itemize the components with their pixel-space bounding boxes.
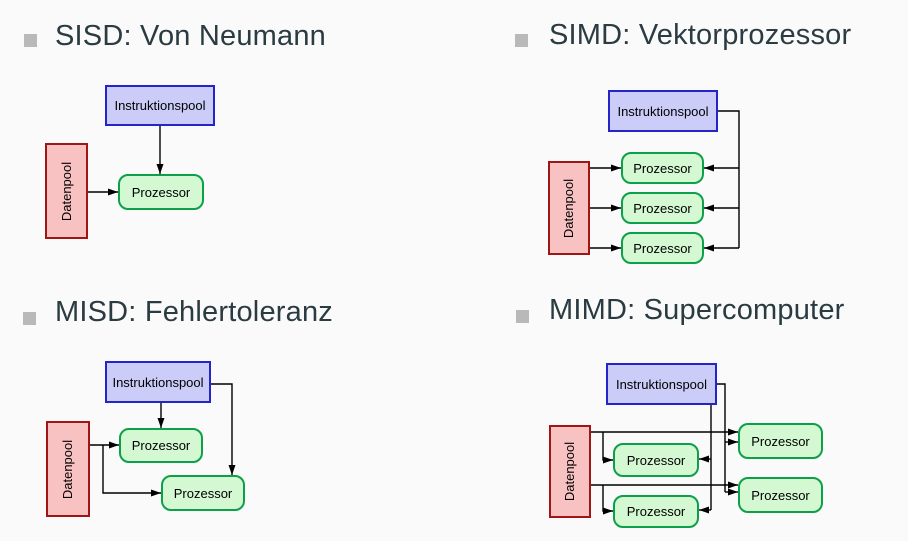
simd-instruction-pool-label: Instruktionspool [617,103,709,119]
misd-processor-2-box: Prozessor [161,475,245,511]
mimd-connectors [591,383,738,515]
simd-processor-3-label: Prozessor [633,240,692,256]
mimd-data-pool-label: Datenpool [562,441,578,502]
misd-instruction-pool-label: Instruktionspool [112,374,204,390]
sisd-processor-label: Prozessor [131,184,191,200]
sisd-instruction-pool-label: Instruktionspool [114,98,206,113]
misd-data-pool-box: Datenpool [46,421,90,517]
simd-data-pool-box: Datenpool [548,161,590,255]
misd-processor-1-box: Prozessor [119,428,203,463]
mimd-processor-right-2-box: Prozessor [738,477,823,513]
mimd-processor-mid-2-label: Prozessor [626,504,686,519]
mimd-processor-right-2-label: Prozessor [751,487,810,503]
misd-processor-1-label: Prozessor [131,438,191,453]
mimd-processor-right-1-box: Prozessor [738,423,823,459]
mimd-title: MIMD: Supercomputer [549,294,845,326]
sisd-processor-box: Prozessor [118,174,204,210]
simd-data-pool-label: Datenpool [561,178,577,238]
simd-processor-3-box: Prozessor [621,232,704,264]
mimd-processor-mid-1-box: Prozessor [613,443,699,477]
misd-instruction-pool-box: Instruktionspool [105,361,211,403]
simd-instruction-pool-box: Instruktionspool [608,90,718,132]
mimd-instruction-pool-box: Instruktionspool [606,363,717,405]
mimd-processor-right-1-label: Prozessor [751,433,810,449]
simd-bullet-icon [515,34,528,47]
simd-connectors [590,110,740,252]
mimd-bullet-icon [516,310,529,323]
simd-processor-2-label: Prozessor [633,200,692,216]
misd-processor-2-label: Prozessor [173,485,233,501]
sisd-bullet-icon [24,34,37,47]
misd-connectors [90,383,236,497]
mimd-processor-mid-1-label: Prozessor [626,452,686,468]
misd-title: MISD: Fehlertoleranz [55,296,333,328]
mimd-processor-mid-2-box: Prozessor [613,495,699,528]
sisd-data-pool-box: Datenpool [45,143,88,239]
simd-title: SIMD: Vektorprozessor [549,19,852,51]
sisd-instruction-pool-box: Instruktionspool [105,85,215,126]
mimd-instruction-pool-label: Instruktionspool [615,376,708,392]
simd-processor-2-box: Prozessor [621,192,704,224]
simd-processor-1-box: Prozessor [621,152,704,184]
sisd-connectors [88,126,164,196]
sisd-title: SISD: Von Neumann [55,20,326,52]
misd-bullet-icon [23,312,36,325]
sisd-data-pool-label: Datenpool [59,161,74,221]
misd-data-pool-label: Datenpool [60,439,76,499]
simd-processor-1-label: Prozessor [633,160,692,176]
mimd-data-pool-box: Datenpool [549,425,591,518]
